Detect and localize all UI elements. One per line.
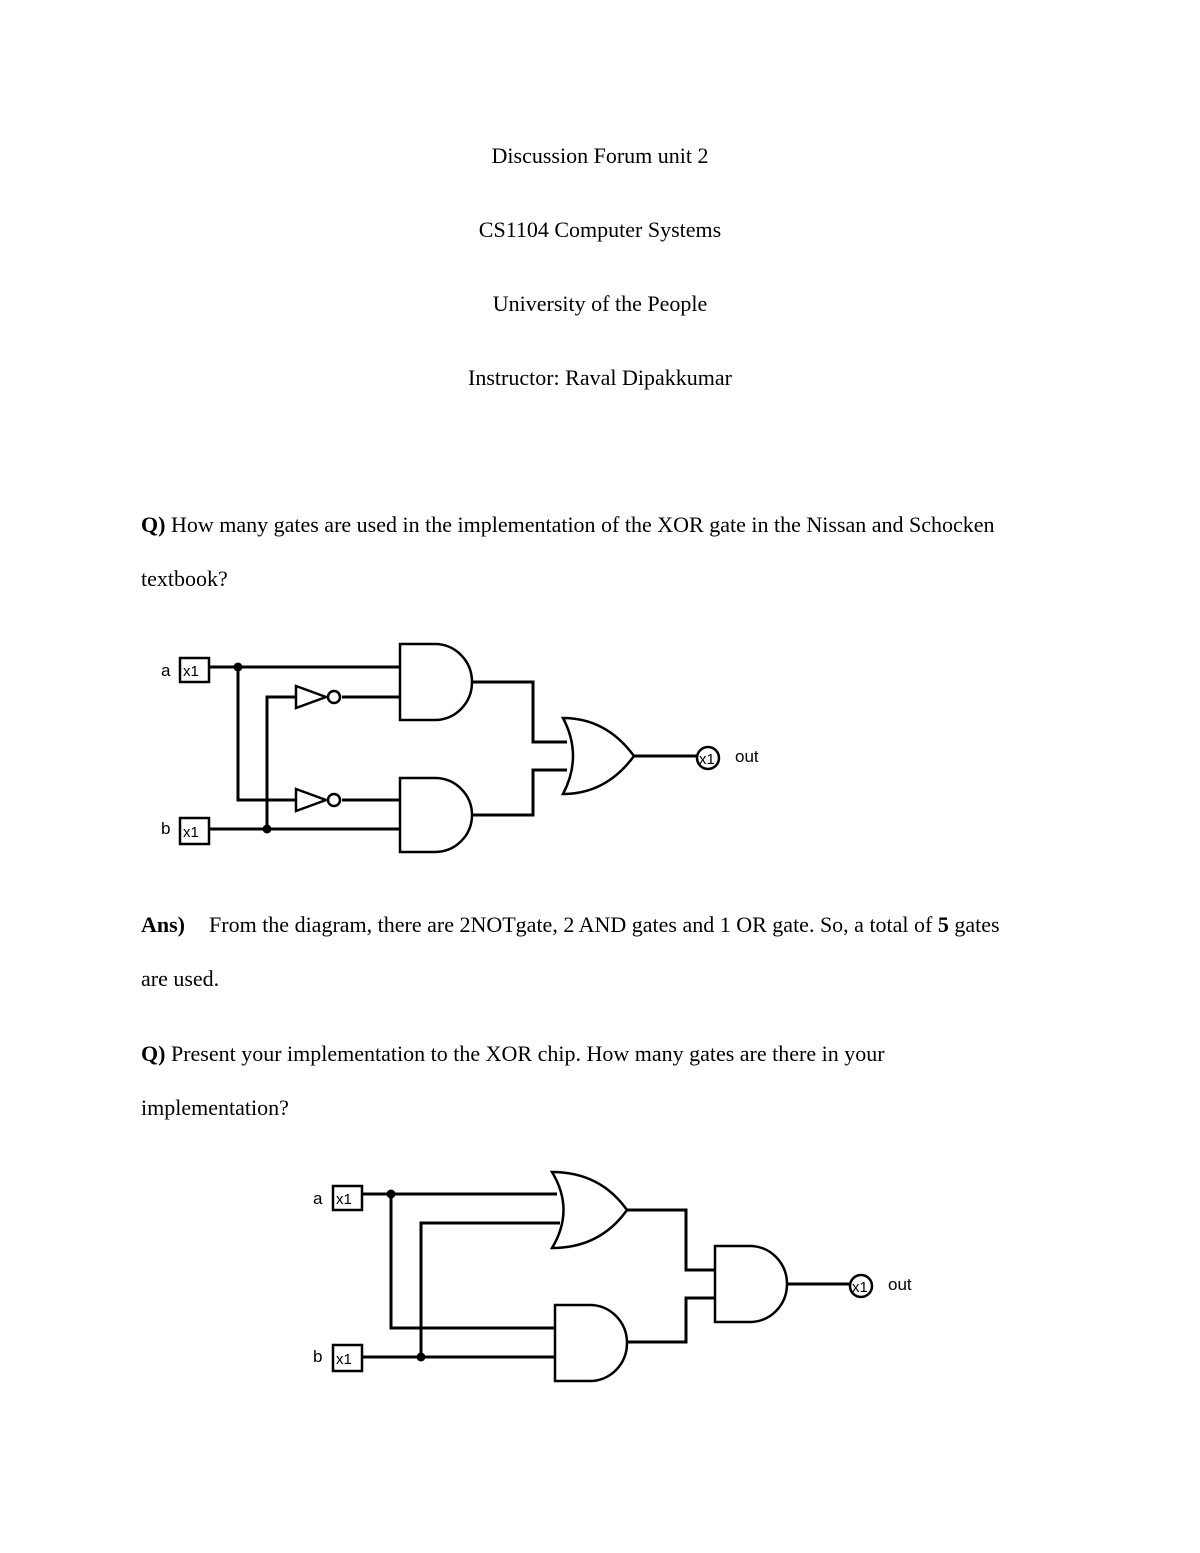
input-a-box-label: x1 xyxy=(183,663,199,680)
question-1: Q) How many gates are used in the implem… xyxy=(141,511,1071,539)
and-gate-bottom xyxy=(553,1303,629,1383)
question-1-line2: textbook? xyxy=(141,566,228,591)
junction-dot xyxy=(386,1189,396,1199)
input-a-box xyxy=(178,656,211,684)
question-2-line1: Present your implementation to the XOR c… xyxy=(165,1041,885,1066)
output-probe xyxy=(848,1273,874,1299)
input-b-label: b xyxy=(161,819,170,838)
junction-dot xyxy=(262,824,272,834)
course-name: CS1104 Computer Systems xyxy=(478,217,722,242)
input-a-box-label: x1 xyxy=(336,1191,352,1208)
or-gate xyxy=(549,1170,629,1250)
input-b-box-label: x1 xyxy=(183,824,199,841)
doc-title: Discussion Forum unit 2 xyxy=(491,143,709,168)
or-gate xyxy=(560,716,636,796)
input-a-box xyxy=(331,1184,364,1212)
output-box-label: x1 xyxy=(852,1279,868,1296)
answer-1-prefix: Ans) xyxy=(141,912,186,937)
input-a-label: a xyxy=(313,1189,323,1208)
answer-1-text-end: gates xyxy=(948,912,1000,937)
output-label: out xyxy=(888,1275,912,1294)
not-gate-top xyxy=(294,684,342,710)
university-name: University of the People xyxy=(492,291,708,316)
question-1-prefix: Q) xyxy=(141,512,166,537)
answer-1-count: 5 xyxy=(937,912,949,937)
input-b-label: b xyxy=(313,1347,322,1366)
junction-dot xyxy=(233,662,243,672)
and-gate-top xyxy=(398,642,474,722)
question-2: Q) Present your implementation to the XO… xyxy=(141,1040,1071,1068)
answer-1-text: From the diagram, there are 2NOTgate, 2 … xyxy=(209,912,938,937)
input-b-box-label: x1 xyxy=(336,1351,352,1368)
instructor-name: Instructor: Raval Dipakkumar xyxy=(468,365,732,390)
junction-dot xyxy=(416,1352,426,1362)
xor-circuit-diagram-1: a x1 b x1 x1 out xyxy=(161,642,759,854)
output-probe xyxy=(695,745,721,771)
and-gate-bottom xyxy=(398,776,474,854)
xor-circuit-diagram-2: a x1 b x1 x1 out xyxy=(313,1170,912,1383)
output-label: out xyxy=(735,747,759,766)
input-b-box xyxy=(178,816,211,846)
input-a-label: a xyxy=(161,661,171,680)
question-1-line1: How many gates are used in the implement… xyxy=(165,512,995,537)
answer-1-line2: are used. xyxy=(141,966,220,991)
and-gate-output xyxy=(713,1244,789,1324)
not-gate-bottom xyxy=(294,787,342,813)
circuit-1-wires xyxy=(209,665,697,831)
question-2-line2: implementation? xyxy=(141,1095,289,1120)
output-box-label: x1 xyxy=(699,751,715,768)
question-2-prefix: Q) xyxy=(141,1041,166,1066)
answer-1: Ans) From the diagram, there are 2NOTgate… xyxy=(141,911,1071,939)
